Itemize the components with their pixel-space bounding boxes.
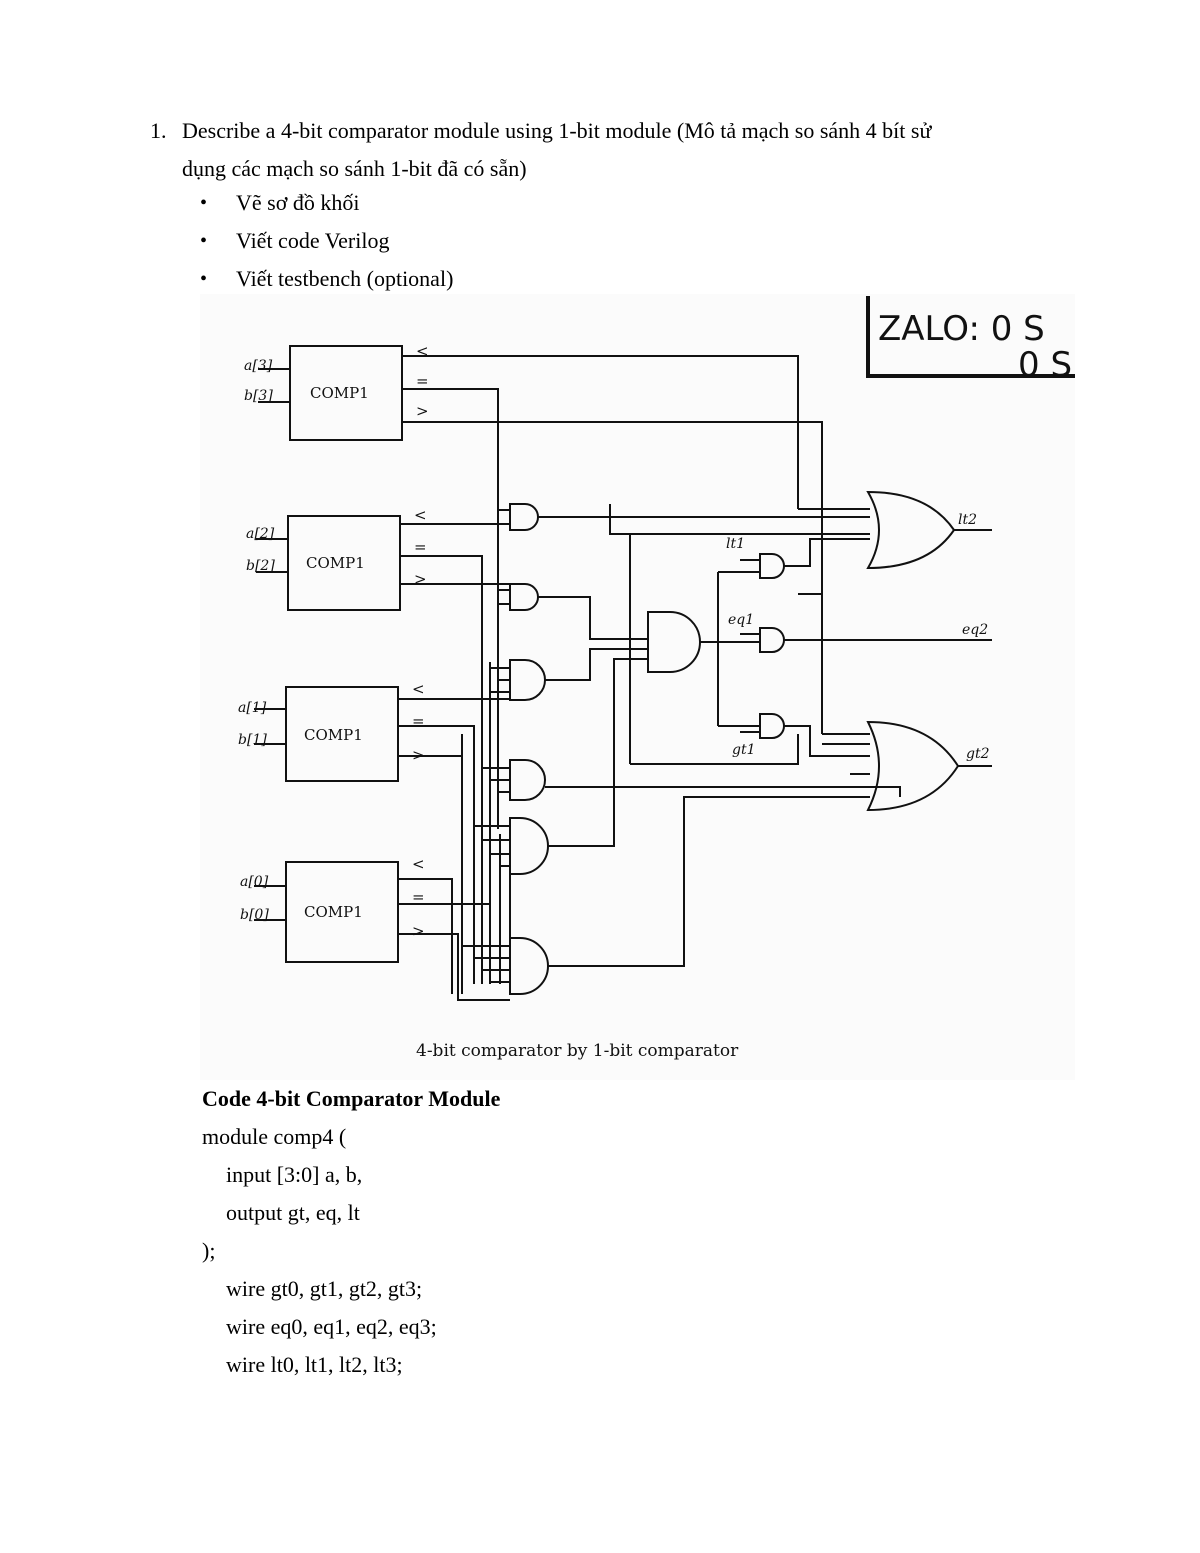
comparator-diagram-svg: ZALO: 0 S 0 S [200,294,1075,1080]
list-item-text: Vẽ sơ đồ khối [236,190,360,215]
or-gate-gt2 [866,720,960,812]
code-line: output gt, eq, lt [226,1200,360,1225]
question-text-line2: dụng các mạch so sánh 1-bit đã có sẵn) [182,156,527,181]
and-gate [509,503,539,531]
code-line: wire eq0, eq1, eq2, eq3; [226,1314,437,1339]
comp1-label: COMP1 [304,903,363,921]
zalo-line2: 0 S [1018,345,1072,385]
out-eq-symbol: = [414,538,427,556]
code-section-title: Code 4-bit Comparator Module [202,1086,501,1111]
input-label: a[3] [244,358,273,374]
list-item-text: Viết testbench (optional) [236,266,454,291]
list-item: • Vẽ sơ đồ khối [196,184,453,222]
comp1-block-1 [285,686,399,782]
code-line: wire gt0, gt1, gt2, gt3; [226,1276,423,1301]
input-label: b[0] [240,907,269,923]
and-gate [509,937,549,995]
code-block: module comp4 ( input [3:0] a, b, output … [202,1118,437,1384]
comparator-diagram: ZALO: 0 S 0 S [200,294,1075,1080]
figure-caption: 4-bit comparator by 1-bit comparator [416,1041,739,1061]
task-list: • Vẽ sơ đồ khối • Viết code Verilog • Vi… [196,184,453,298]
and-gate [509,583,539,611]
and-gate [509,817,549,875]
question-1: 1. Describe a 4-bit comparator module us… [150,112,1070,188]
input-label: b[3] [244,388,273,404]
comp1-block-2 [287,515,401,611]
input-label: b[1] [238,732,267,748]
signal-gt1: gt1 [732,742,756,758]
out-eq-symbol: = [412,712,425,730]
out-eq-symbol: = [416,372,429,390]
and-gate-gt1 [759,713,785,739]
zalo-line1: ZALO: 0 S [878,309,1045,349]
and-gate-eq1 [759,627,785,653]
out-lt-symbol: < [412,680,425,698]
input-label: a[1] [238,700,267,716]
bullet-icon: • [200,192,208,214]
bullet-icon: • [200,268,208,290]
signal-gt2: gt2 [966,746,990,762]
list-item-text: Viết code Verilog [236,228,390,253]
code-line: input [3:0] a, b, [226,1162,363,1187]
code-line: module comp4 ( [202,1124,347,1149]
bullet-icon: • [200,230,208,252]
list-item: • Viết testbench (optional) [196,260,453,298]
signal-lt1: lt1 [726,536,745,552]
signal-eq1: eq1 [728,612,754,628]
comp1-label: COMP1 [304,726,363,744]
comp1-label: COMP1 [306,554,365,572]
comp1-block-3 [289,345,403,441]
question-text-line1: Describe a 4-bit comparator module using… [182,118,932,143]
and-gate-eq [647,611,701,673]
zalo-overlay: ZALO: 0 S 0 S [866,296,1075,385]
out-eq-symbol: = [412,888,425,906]
code-line: ); [202,1238,216,1263]
and-gate [509,759,546,801]
question-number: 1. [150,118,167,143]
input-label: b[2] [246,558,275,574]
out-gt-symbol: > [414,570,427,588]
comp1-block-0 [285,861,399,963]
out-gt-symbol: > [412,922,425,940]
code-line: wire lt0, lt1, lt2, lt3; [226,1352,403,1377]
or-gate-lt2 [866,490,956,570]
out-lt-symbol: < [416,342,429,360]
signal-lt2: lt2 [958,512,977,528]
out-lt-symbol: < [414,506,427,524]
list-item: • Viết code Verilog [196,222,453,260]
out-gt-symbol: > [416,402,429,420]
input-label: a[0] [240,874,269,890]
out-lt-symbol: < [412,855,425,873]
and-gate-lt1 [759,553,785,579]
signal-eq2: eq2 [962,622,988,638]
input-label: a[2] [246,526,275,542]
and-gate [509,659,546,701]
out-gt-symbol: > [412,746,425,764]
comp1-label: COMP1 [310,384,369,402]
